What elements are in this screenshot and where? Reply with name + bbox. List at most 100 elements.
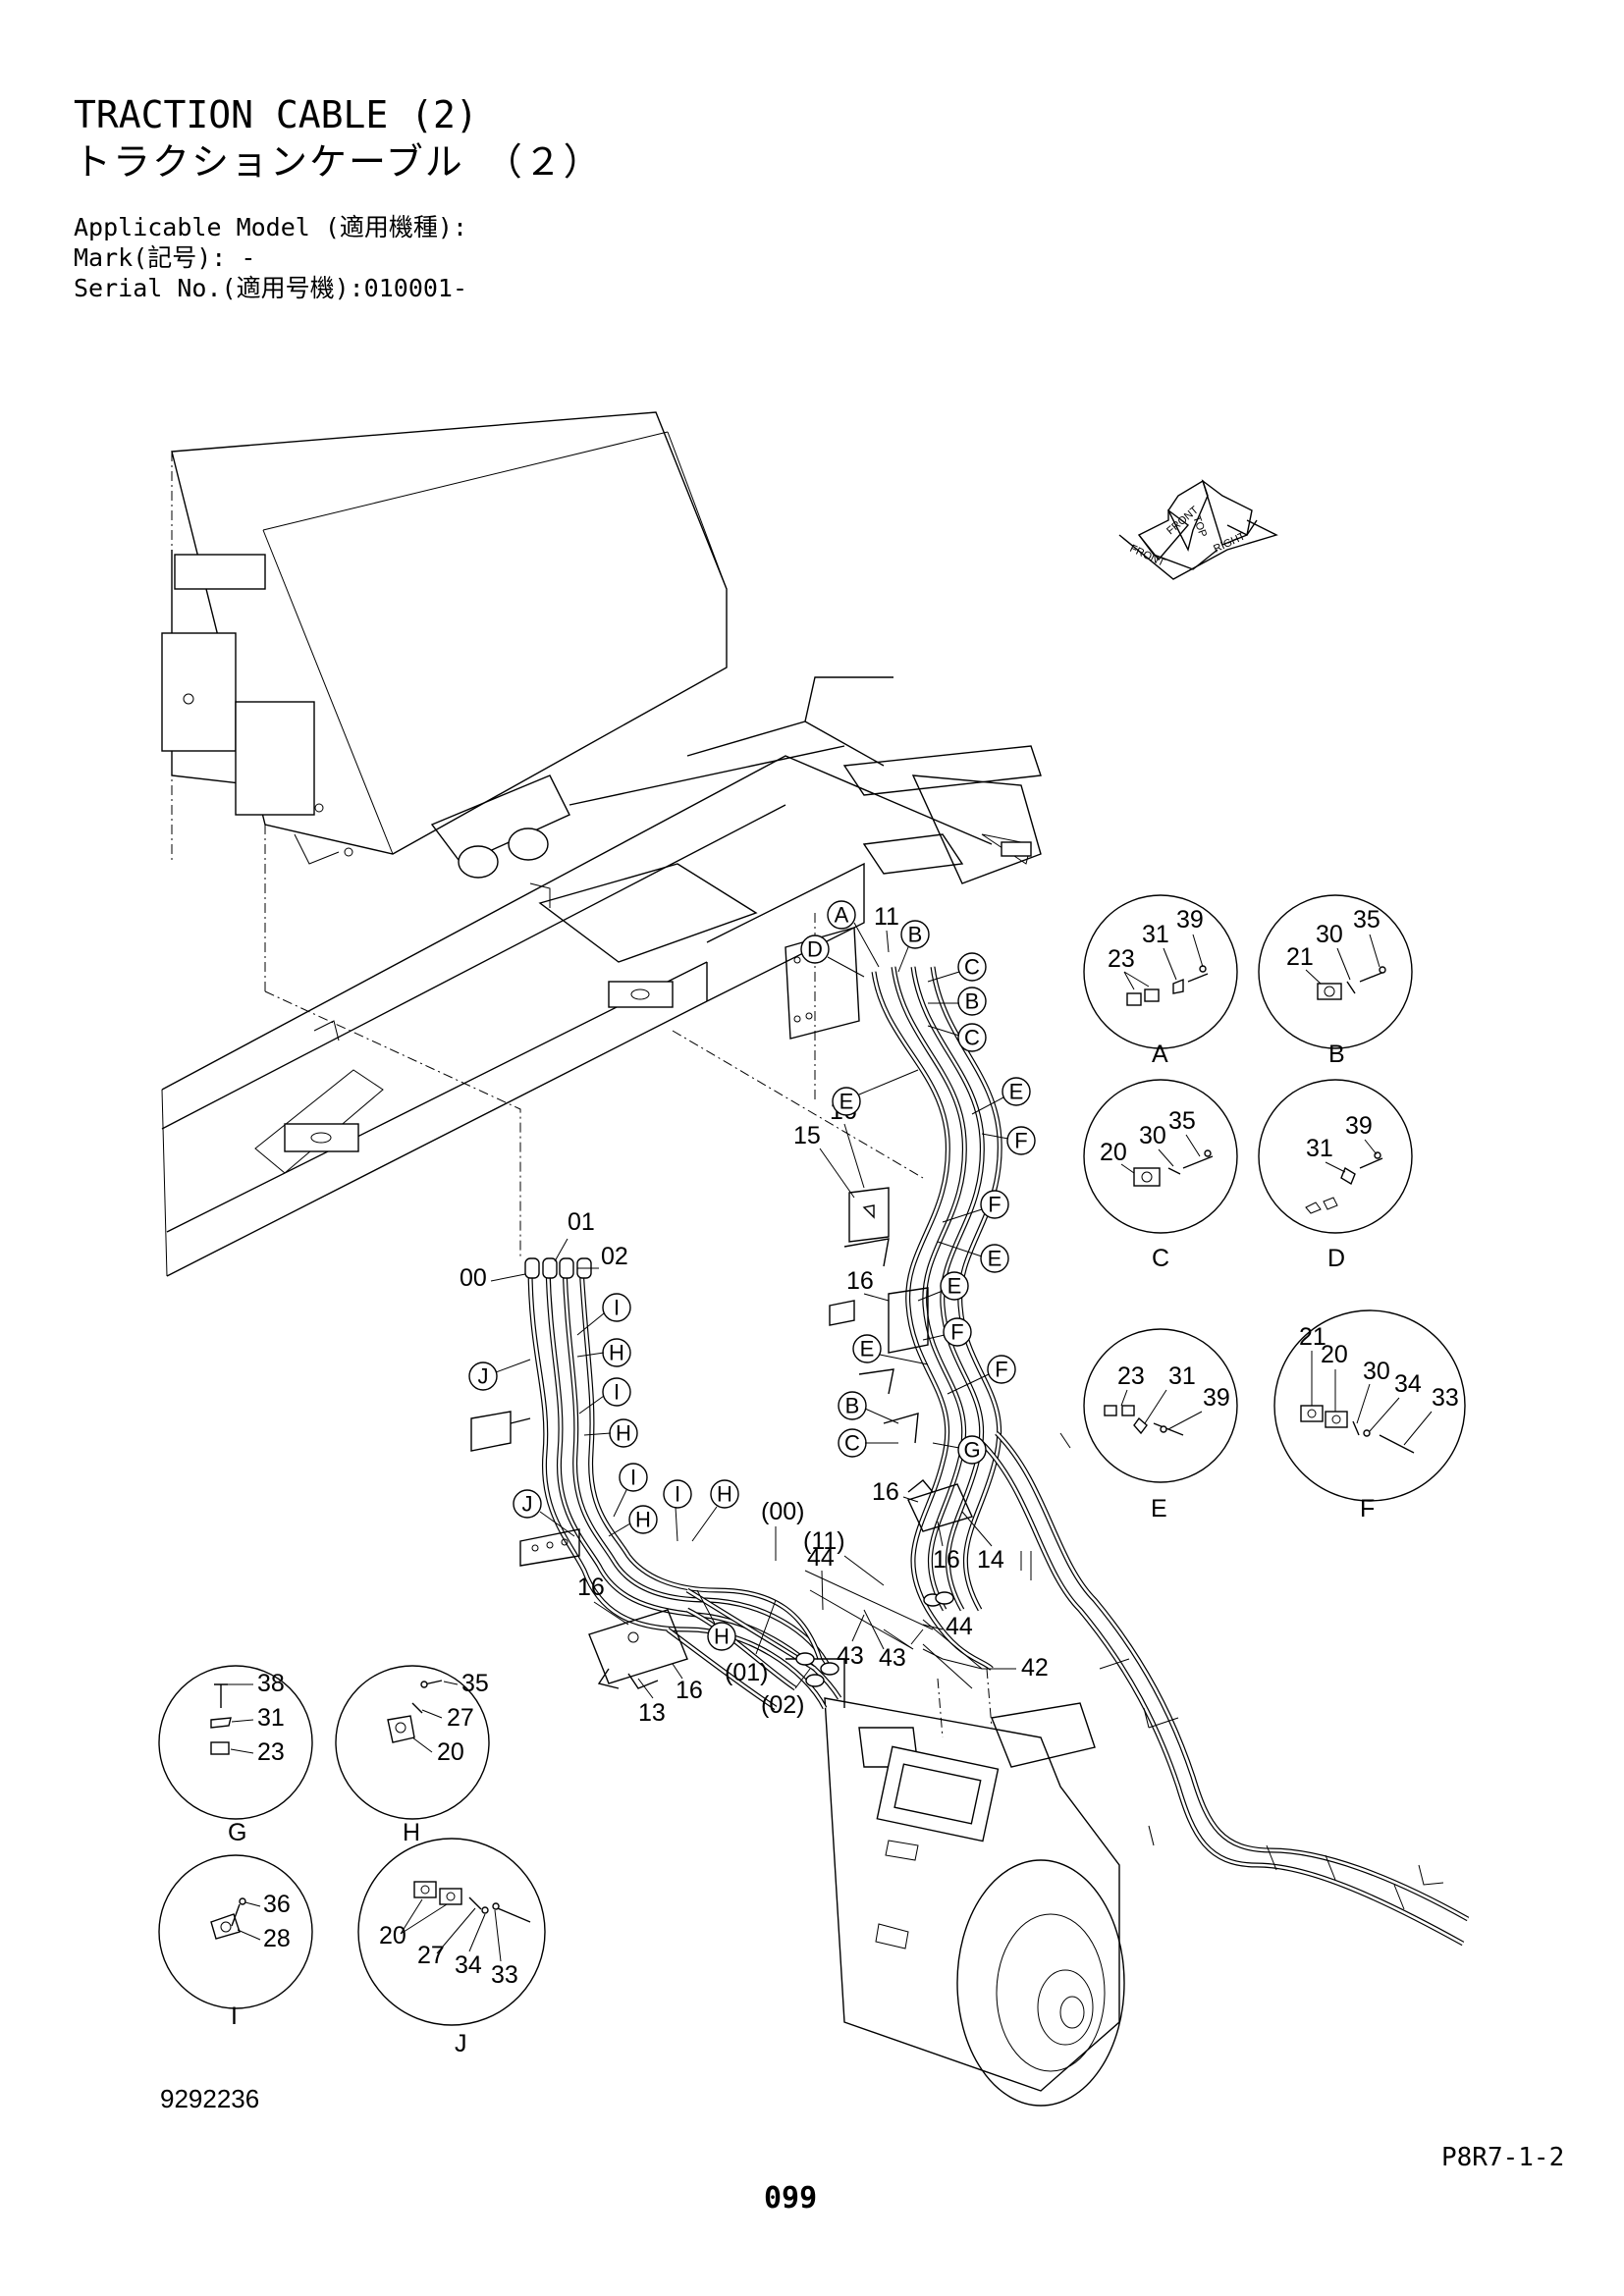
detail-E-part-23: 23 — [1117, 1362, 1145, 1390]
page-number: 099 — [764, 2181, 818, 2216]
callout-I-1: I — [576, 1293, 631, 1336]
svg-text:F: F — [950, 1320, 963, 1345]
label-15: 15 — [793, 1122, 821, 1149]
detail-F: 21 20 30 34 33 F — [1273, 1309, 1466, 1522]
detail-F-caption: F — [1360, 1495, 1375, 1522]
label-43b: 43 — [879, 1644, 906, 1672]
callout-E-1: E — [832, 1069, 919, 1116]
callout-C-top1: C — [927, 952, 987, 983]
detail-J-part-34: 34 — [455, 1951, 482, 1979]
callout-E-3: E — [937, 1241, 1009, 1273]
label-16e: 16 — [577, 1574, 605, 1601]
detail-F-part-30: 30 — [1363, 1358, 1390, 1385]
detail-E-part-39: 39 — [1203, 1384, 1230, 1412]
svg-text:H: H — [635, 1508, 651, 1532]
detail-A-part-31: 31 — [1142, 921, 1169, 948]
label-01: 01 — [568, 1208, 595, 1236]
detail-B-caption: B — [1328, 1041, 1345, 1068]
svg-text:I: I — [614, 1296, 620, 1320]
callout-D: D — [800, 934, 865, 978]
detail-E: 23 31 39 E — [1083, 1328, 1238, 1522]
detail-D: 31 39 D — [1258, 1079, 1413, 1272]
callout-G: G — [932, 1435, 987, 1465]
svg-text:C: C — [964, 955, 980, 980]
label-44b: 44 — [946, 1613, 973, 1640]
svg-text:I: I — [614, 1380, 620, 1405]
detail-J-part-20: 20 — [379, 1922, 406, 1949]
cable-terminals — [685, 1587, 983, 1708]
svg-text:C: C — [964, 1026, 980, 1050]
label-paren-01: (01) — [725, 1659, 768, 1686]
svg-text:E: E — [839, 1090, 854, 1114]
svg-text:J: J — [478, 1364, 489, 1389]
detail-J: 20 27 34 33 J — [357, 1838, 546, 2057]
label-11: 11 — [874, 903, 899, 931]
detail-D-caption: D — [1327, 1245, 1345, 1272]
detail-G-part-31: 31 — [257, 1704, 285, 1732]
svg-text:I: I — [630, 1466, 636, 1490]
detail-I-part-36: 36 — [263, 1891, 291, 1918]
svg-text:E: E — [988, 1247, 1002, 1271]
callout-E-2: E — [971, 1077, 1031, 1115]
detail-C-part-30: 30 — [1139, 1122, 1166, 1149]
callout-F-4: F — [947, 1355, 1016, 1395]
detail-A-caption: A — [1152, 1041, 1168, 1068]
label-16b: 16 — [846, 1267, 874, 1295]
page-reference: P8R7-1-2 — [1441, 2143, 1565, 2172]
callout-F-1: F — [981, 1126, 1036, 1155]
detail-G-caption: G — [228, 1819, 246, 1846]
label-14: 14 — [977, 1546, 1004, 1574]
callout-B-mid: B — [838, 1391, 899, 1424]
orientation-icon: FRONT TOP FRONT RIGHT — [1118, 479, 1278, 580]
detail-E-caption: E — [1151, 1495, 1167, 1522]
detail-J-caption: J — [455, 2030, 467, 2057]
detail-C-part-20: 20 — [1100, 1139, 1127, 1166]
detail-B: 21 30 35 B — [1258, 894, 1413, 1068]
detail-C: 20 30 35 C — [1083, 1079, 1238, 1272]
label-paren-02: (02) — [761, 1691, 804, 1719]
callout-E-5: E — [852, 1334, 929, 1365]
callout-F-2: F — [942, 1190, 1009, 1223]
callout-I-2: I — [578, 1377, 631, 1415]
cabinet-drawing — [161, 411, 728, 991]
label-16f: 16 — [676, 1677, 703, 1704]
detail-H-part-20: 20 — [437, 1738, 464, 1766]
detail-C-part-35: 35 — [1168, 1107, 1196, 1135]
applicable-model-line: Applicable Model (適用機種): — [74, 213, 468, 241]
label-43a: 43 — [837, 1642, 864, 1670]
detail-G-part-38: 38 — [257, 1670, 285, 1697]
detail-D-part-39: 39 — [1345, 1112, 1373, 1140]
callout-B-top2: B — [928, 987, 987, 1016]
serial-number-line: Serial No.(適用号機):010001- — [74, 274, 468, 302]
detail-B-part-30: 30 — [1316, 921, 1343, 948]
detail-H-caption: H — [403, 1819, 420, 1846]
label-16d: 16 — [933, 1546, 960, 1574]
callout-F-3: F — [922, 1317, 972, 1347]
detail-I-caption: I — [231, 2002, 238, 2030]
frame-drawing — [161, 676, 1042, 1277]
callout-J-1: J — [468, 1359, 531, 1391]
mark-line: Mark(記号): - — [74, 243, 256, 272]
label-42: 42 — [1021, 1654, 1049, 1682]
svg-text:E: E — [1009, 1080, 1024, 1104]
traction-motor-drawing — [824, 1668, 1125, 2107]
svg-text:H: H — [717, 1482, 732, 1507]
page-title-jp: トラクションケーブル （２） — [74, 140, 603, 184]
callout-H-2: H — [583, 1418, 638, 1448]
detail-H-part-27: 27 — [447, 1704, 474, 1732]
label-16c: 16 — [872, 1478, 899, 1506]
svg-text:G: G — [963, 1438, 980, 1463]
callout-B-top: B — [897, 920, 930, 973]
svg-text:A: A — [835, 903, 849, 928]
orient-right-label: RIGHT — [1212, 530, 1247, 555]
svg-text:E: E — [947, 1274, 962, 1299]
detail-G: 38 31 23 G — [158, 1665, 313, 1846]
callout-C-mid: C — [838, 1428, 898, 1458]
detail-B-part-35: 35 — [1353, 906, 1380, 934]
svg-text:F: F — [988, 1193, 1001, 1217]
callout-H-3: H — [608, 1505, 658, 1537]
detail-A-part-39: 39 — [1176, 906, 1204, 934]
document-number: 9292236 — [160, 2084, 260, 2113]
detail-A-part-23: 23 — [1108, 945, 1135, 973]
